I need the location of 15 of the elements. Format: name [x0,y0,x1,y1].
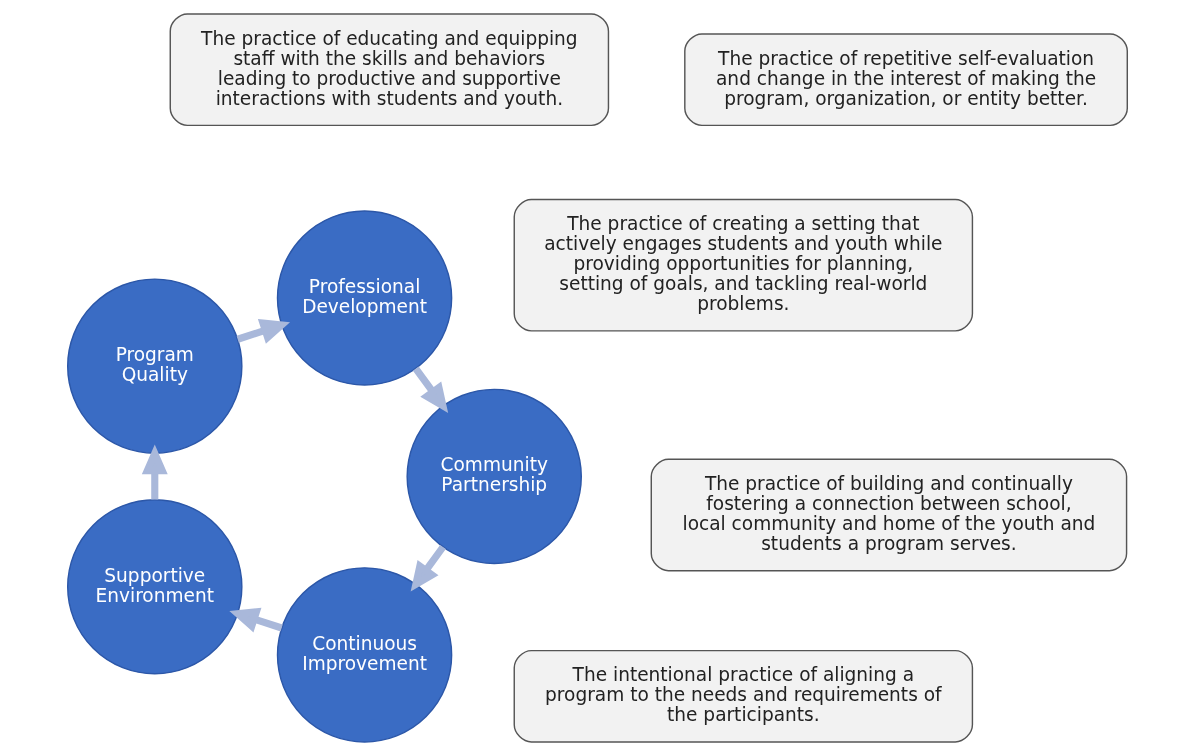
arrow [141,444,168,500]
arrow [228,607,283,633]
arrow [410,544,446,592]
node-circle: Professional Development [276,210,452,386]
arrow [412,366,448,414]
node-circle: Continuous Improvement [276,567,452,743]
node-box: The practice of creating a setting that actively engages students and youth while providing opportunities for planning, setting of goals, and tackling real-world problems. [513,198,973,332]
node-circle: Community Partnership [405,388,582,565]
node-circle: Program Quality [66,278,243,454]
node-circle: Supportive Environment [66,498,243,675]
node-box: The practice of educating and equipping staff with the skills and behaviors leading to productive and supportive interactions with students and youth. [169,13,609,127]
arrow [236,319,290,344]
node-box: The practice of repetitive self-evaluation and change in the interest of making the program, organization, or entity better. [683,33,1128,127]
node-box: The practice of building and continually fostering a connection between school, local community and home of the youth and students a program serves. [650,458,1127,572]
node-box: The intentional practice of aligning a program to the needs and requirements of the participants. [513,649,973,743]
